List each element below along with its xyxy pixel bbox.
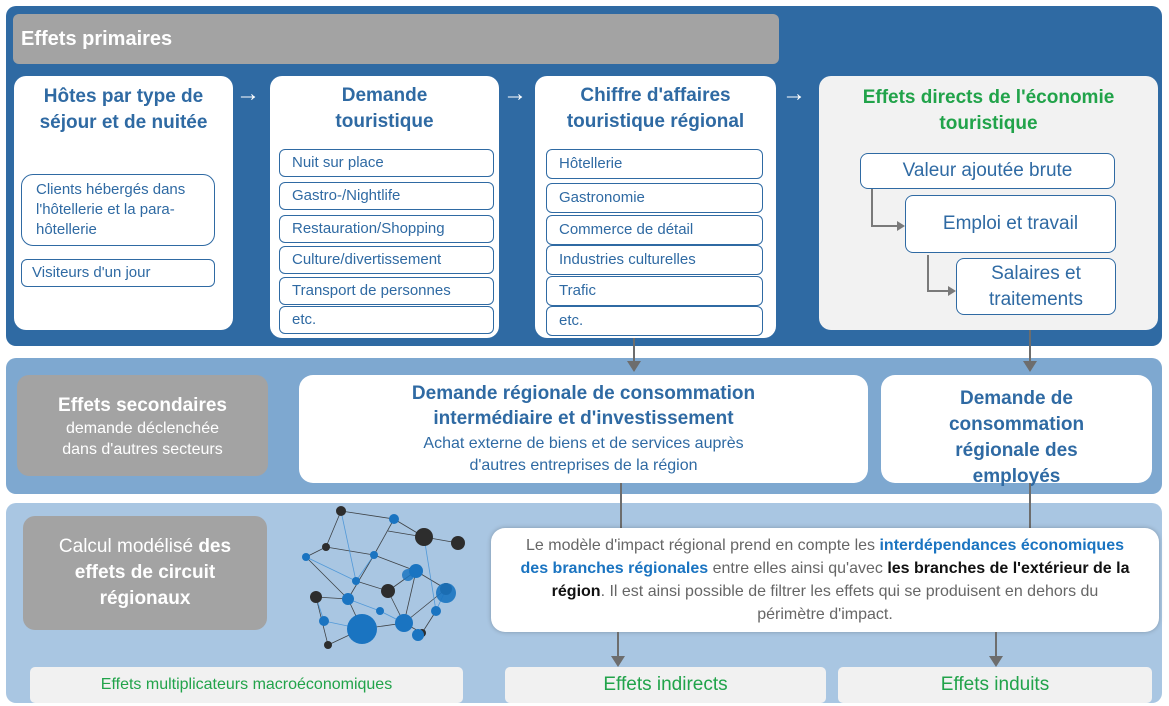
hosts-item: Clients hébergés dans l'hôtellerie et la… (21, 174, 215, 246)
model-text-middle: entre elles ainsi qu'avec (708, 560, 888, 577)
flow-arrow-icon: → (503, 80, 527, 107)
demand-item: Restauration/Shopping (279, 215, 494, 243)
employee-demand-title: Demande de consommation régionale des em… (948, 388, 1085, 487)
turnover-item: Hôtellerie (546, 149, 763, 179)
connector-line (1029, 483, 1031, 528)
model-text-bold: les branches de l'extérieur de la région (551, 560, 1130, 600)
connector-line (617, 632, 619, 658)
salaries-box: Salaires et traitements (956, 258, 1116, 315)
employment-box: Emploi et travail (905, 195, 1116, 253)
secondary-effects-label: Effets secondaires demande déclenchée da… (17, 375, 268, 476)
regional-demand-card: Demande régionale de consommation interm… (299, 375, 868, 483)
employee-demand-card: Demande de consommation régionale des em… (881, 375, 1152, 487)
model-text-highlight: interdépendances économiques des branche… (520, 537, 1124, 577)
connector-line (995, 632, 997, 658)
direct-effects-connectors (871, 189, 956, 296)
turnover-item: etc. (546, 306, 763, 336)
macro-multipliers-box: Effets multiplicateurs macroéconomiques (30, 667, 463, 703)
hosts-item: Visiteurs d'un jour (21, 259, 215, 287)
flow-arrow-icon: → (782, 80, 806, 107)
model-text-intro: Le modèle d'impact régional prend en com… (526, 537, 880, 554)
primary-effects-header: Effets primaires (13, 14, 779, 64)
induced-effects-box: Effets induits (838, 667, 1152, 703)
model-text-end: . Il est ainsi possible de filtrer les e… (600, 583, 1099, 623)
arrow-down-icon (989, 656, 1003, 667)
connector-line (1029, 330, 1031, 362)
arrow-down-icon (611, 656, 625, 667)
secondary-effects-heading: Effets secondaires (58, 395, 227, 416)
model-description-card: Le modèle d'impact régional prend en com… (491, 528, 1159, 632)
gross-value-added-box: Valeur ajoutée brute (860, 153, 1115, 189)
regional-turnover-title: Chiffre d'affaires touristique régional (566, 85, 745, 132)
regional-turnover-card: Chiffre d'affaires touristique régional … (535, 76, 776, 338)
connector-line (633, 338, 635, 362)
circuit-effects-label: Calcul modélisé des effets de circuit ré… (23, 516, 267, 630)
hosts-card: Hôtes par type de séjour et de nuitée Cl… (14, 76, 233, 330)
hosts-title: Hôtes par type de séjour et de nuitée (39, 86, 208, 133)
regional-demand-subtitle: Achat externe de biens et de services au… (423, 435, 744, 474)
demand-item: etc. (279, 306, 494, 334)
indirect-effects-box: Effets indirects (505, 667, 826, 703)
arrow-down-icon (1023, 361, 1037, 372)
tourist-demand-title: Demande touristique (335, 85, 434, 132)
network-graph-icon (302, 506, 465, 649)
turnover-item: Trafic (546, 276, 763, 306)
turnover-item: Gastronomie (546, 183, 763, 213)
regional-demand-title: Demande régionale de consommation interm… (411, 383, 756, 429)
turnover-item: Commerce de détail (546, 215, 763, 245)
demand-item: Gastro-/Nightlife (279, 182, 494, 210)
flow-arrow-icon: → (236, 80, 260, 107)
tourist-demand-card: Demande touristique Nuit sur place Gastr… (270, 76, 499, 338)
demand-item: Culture/divertissement (279, 246, 494, 274)
demand-item: Transport de personnes (279, 277, 494, 305)
direct-effects-title: Effets directs de l'économie touristique (862, 87, 1115, 134)
secondary-effects-subtext: demande déclenchée dans d'autres secteur… (62, 420, 223, 458)
demand-item: Nuit sur place (279, 149, 494, 177)
connector-line (620, 483, 622, 528)
turnover-item: Industries culturelles (546, 245, 763, 275)
circuit-label-prefix: Calcul modélisé (58, 536, 194, 557)
arrow-down-icon (627, 361, 641, 372)
circuit-label-bold: des effets de circuit régionaux (74, 536, 232, 609)
